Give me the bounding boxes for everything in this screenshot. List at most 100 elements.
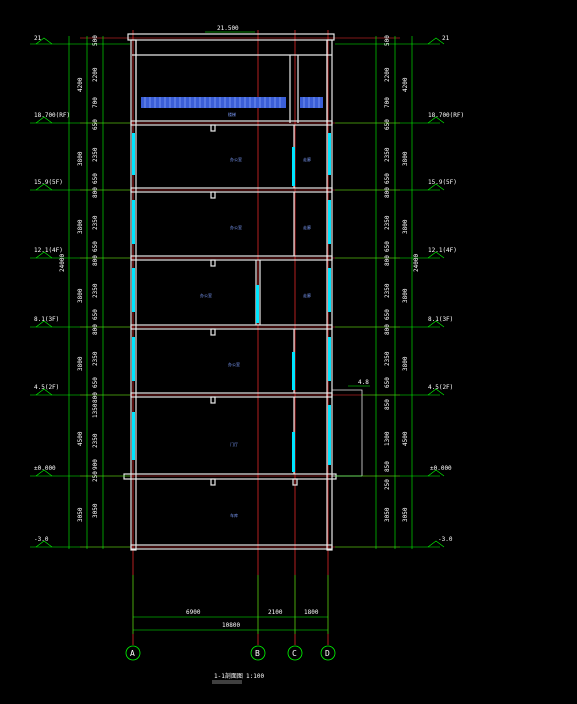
level-label: 4.5(2F) bbox=[428, 384, 453, 391]
level-label: -3.0 bbox=[438, 536, 453, 543]
slab-ground bbox=[123, 473, 337, 480]
dim-label: 3800 bbox=[77, 219, 84, 234]
bottom-dim-bc: 2100 bbox=[268, 609, 283, 616]
axis-bubble-d bbox=[320, 645, 336, 661]
window bbox=[132, 337, 135, 381]
dim-label: 700 bbox=[92, 97, 99, 108]
dim-label: 500 bbox=[384, 35, 391, 46]
dim-label: 850 bbox=[384, 461, 391, 472]
window bbox=[132, 268, 135, 312]
left-inner-dims: 500 2200 700 650 2350 650 800 2350 650 8… bbox=[92, 35, 99, 518]
room-label: 门厅 bbox=[230, 441, 238, 447]
level-label: 8.1(3F) bbox=[428, 316, 453, 323]
dim-label: 2350 bbox=[92, 283, 99, 298]
left-outer-dims: 4200 3800 3800 3800 3800 4500 3050 bbox=[77, 77, 84, 522]
bottom-dim-ab: 6900 bbox=[186, 609, 201, 616]
room-label: 办公室 bbox=[230, 156, 242, 162]
left-dimension-lines bbox=[30, 36, 130, 549]
dim-label: 650 bbox=[92, 241, 99, 252]
dim-label: 4200 bbox=[402, 77, 409, 92]
dim-label: 650 bbox=[384, 173, 391, 184]
bottom-total-dim: 10800 bbox=[222, 622, 240, 629]
left-level-labels: 21 18.700(RF) 15.9(5F) 12.1(4F) 8.1(3F) … bbox=[34, 35, 70, 543]
dim-label: 650 bbox=[384, 377, 391, 388]
dim-label: 650 bbox=[92, 309, 99, 320]
dim-label: 3800 bbox=[77, 151, 84, 166]
dim-label: 4500 bbox=[402, 431, 409, 446]
right-level-markers bbox=[427, 37, 445, 548]
right-total-dim: 24000 bbox=[413, 254, 420, 272]
axis-bubble-c bbox=[287, 645, 303, 661]
dim-label: 2350 bbox=[384, 147, 391, 162]
level-label: 18.700(RF) bbox=[34, 112, 70, 119]
dim-label: 3050 bbox=[77, 507, 84, 522]
dim-label: 650 bbox=[92, 119, 99, 130]
level-label: 15.9(5F) bbox=[428, 179, 457, 186]
window bbox=[328, 337, 331, 381]
window bbox=[328, 133, 331, 175]
axis-bubble-b bbox=[250, 645, 266, 661]
dim-label: 2350 bbox=[92, 433, 99, 448]
dim-label: 3800 bbox=[402, 288, 409, 303]
right-inner-dims: 500 2200 700 650 2350 650 800 2350 650 8… bbox=[384, 35, 391, 522]
dim-label: 800 bbox=[92, 255, 99, 266]
slab-2f bbox=[130, 392, 333, 398]
dim-label: 4500 bbox=[77, 431, 84, 446]
entrance-canopy bbox=[332, 389, 363, 477]
level-label: -3.0 bbox=[34, 536, 49, 543]
room-label: 车库 bbox=[230, 512, 238, 518]
dim-label: 800 bbox=[384, 255, 391, 266]
dim-label: 650 bbox=[384, 241, 391, 252]
level-label: 12.1(4F) bbox=[428, 247, 457, 254]
dim-label: 3800 bbox=[77, 356, 84, 371]
window bbox=[292, 147, 295, 186]
level-label: ±0.000 bbox=[430, 465, 452, 472]
dim-label: 3800 bbox=[402, 151, 409, 166]
level-label: 12.1(4F) bbox=[34, 247, 63, 254]
room-label: 走廊 bbox=[303, 224, 311, 230]
building-section bbox=[123, 33, 337, 551]
outer-wall-right bbox=[326, 39, 333, 551]
axis-bubble-a bbox=[125, 645, 141, 661]
dim-label: 3800 bbox=[77, 288, 84, 303]
dim-label: 2350 bbox=[92, 215, 99, 230]
axis-label-a: A bbox=[130, 649, 135, 658]
axis-label-c: C bbox=[292, 649, 297, 658]
dim-label: 3050 bbox=[384, 507, 391, 522]
canopy-level: 4.8 bbox=[358, 379, 369, 386]
room-label: 办公室 bbox=[230, 224, 242, 230]
left-level-markers bbox=[35, 37, 53, 548]
room-labels: 楼梯 办公室 走廊 办公室 走廊 办公室 走廊 办公室 门厅 车库 bbox=[200, 111, 311, 518]
room-label: 走廊 bbox=[303, 156, 311, 162]
windows bbox=[132, 133, 331, 472]
slab-4f bbox=[130, 255, 333, 261]
dim-label: 850 bbox=[384, 399, 391, 410]
window bbox=[256, 285, 259, 323]
level-label: ±0.000 bbox=[34, 465, 56, 472]
room-label: 楼梯 bbox=[228, 111, 236, 117]
dim-label: 2200 bbox=[92, 67, 99, 82]
drawing-scale: 1:100 bbox=[246, 673, 264, 680]
dim-label: 2350 bbox=[92, 147, 99, 162]
dim-label: 800 bbox=[92, 324, 99, 335]
dim-label: 900 bbox=[92, 459, 99, 470]
axis-label-d: D bbox=[325, 649, 330, 658]
dim-label: 2350 bbox=[92, 351, 99, 366]
parapet bbox=[127, 33, 335, 41]
dim-label: 800 bbox=[92, 392, 99, 403]
dim-label: 3800 bbox=[402, 356, 409, 371]
roof-railing bbox=[141, 97, 323, 108]
axis-bubbles bbox=[125, 645, 336, 661]
window bbox=[132, 200, 135, 244]
level-label: 4.5(2F) bbox=[34, 384, 59, 391]
axis-label-b: B bbox=[255, 649, 260, 658]
dim-label: 1300 bbox=[384, 431, 391, 446]
room-label: 办公室 bbox=[200, 292, 212, 298]
window bbox=[132, 133, 135, 175]
level-label: 15.9(5F) bbox=[34, 179, 63, 186]
dim-label: 1350 bbox=[92, 403, 99, 418]
dim-label: 650 bbox=[384, 119, 391, 130]
dim-label: 2350 bbox=[384, 215, 391, 230]
level-label: 18.700(RF) bbox=[428, 112, 464, 119]
